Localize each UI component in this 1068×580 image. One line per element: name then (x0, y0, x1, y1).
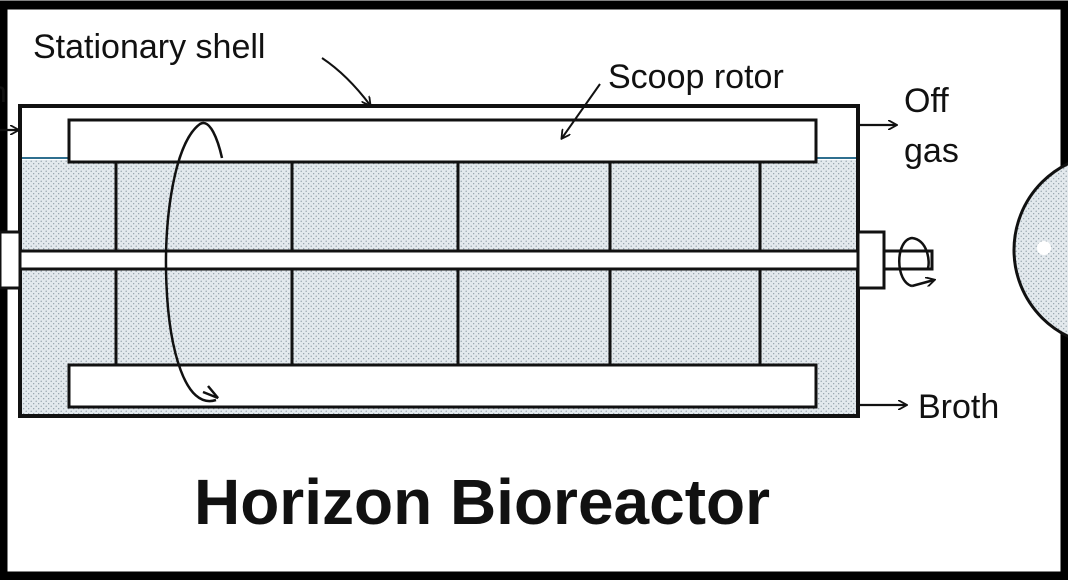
inlet-label-fragment: n (0, 76, 7, 109)
shaft-rotation-icon (898, 236, 930, 288)
cross-section-shaft (1037, 241, 1051, 255)
label-scoop-rotor: Scoop rotor (608, 58, 784, 96)
label-off-gas-line2: gas (904, 132, 959, 170)
bearing-left (0, 230, 22, 290)
leader-scoop-rotor (562, 83, 601, 138)
rotation-arrow-head (202, 385, 219, 400)
label-broth: Broth (918, 388, 999, 426)
shaft-rotation-arrow (911, 280, 934, 288)
rotor-shaft (0, 249, 934, 271)
label-off-gas-line1: Off (904, 82, 949, 120)
figure-title: Horizon Bioreactor (194, 466, 770, 538)
label-stationary-shell: Stationary shell (33, 28, 265, 66)
scoop-bar-bottom (67, 363, 818, 409)
rotation-arrow-path (164, 121, 224, 403)
bearing-right (856, 230, 886, 290)
scoop-bar-top (67, 118, 818, 164)
leader-stationary-shell (321, 57, 370, 105)
